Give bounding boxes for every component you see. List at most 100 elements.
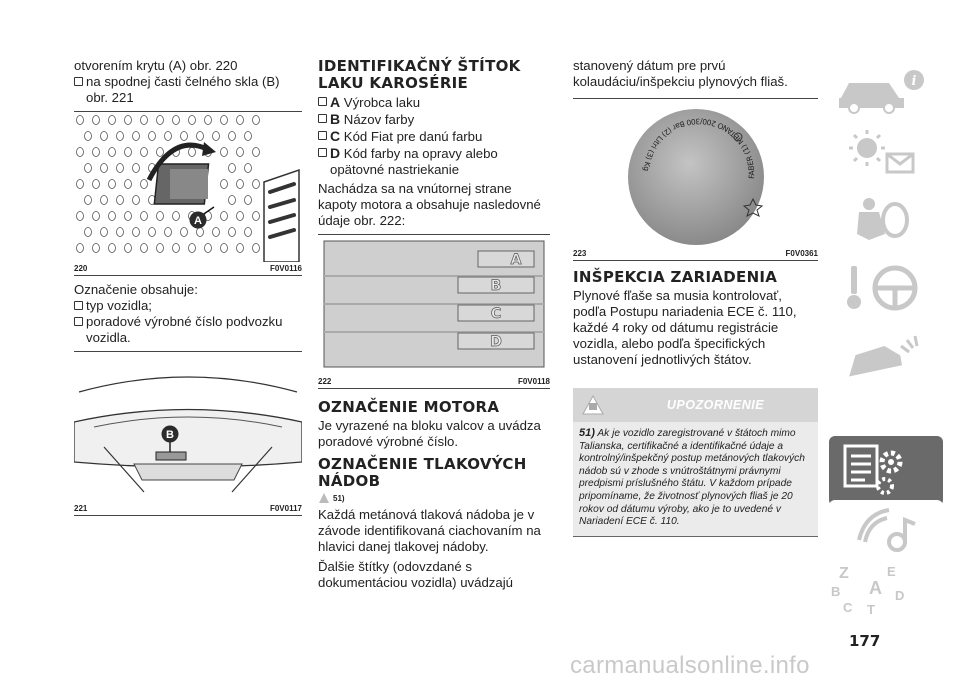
vent-hole: [220, 115, 228, 125]
vent-hole: [76, 211, 84, 221]
vent-hole: [140, 211, 148, 221]
list-item: A Výrobca laku: [318, 94, 550, 111]
vent-hole: [100, 195, 108, 205]
vent-hole: [116, 195, 124, 205]
car-info-icon: i: [839, 70, 924, 114]
vent-hole: [124, 115, 132, 125]
sidebar-tab-emergency[interactable]: [829, 322, 943, 384]
warning-reference: 51): [318, 492, 550, 504]
steering-wheel-key-icon: [847, 265, 918, 311]
warning-title: UPOZORNENIE: [666, 398, 765, 412]
vent-hole: [252, 211, 260, 221]
vent-hole: [76, 243, 84, 253]
paragraph: Označenie obsahuje:: [74, 282, 198, 297]
reference-number: 51): [333, 493, 345, 503]
sidebar-tab-warning-lights[interactable]: [829, 124, 943, 186]
page-number: 177: [849, 632, 881, 650]
vent-hole: [252, 147, 260, 157]
vent-hole: [164, 131, 172, 141]
vent-hole: [172, 243, 180, 253]
vent-hole: [76, 179, 84, 189]
vent-hole: [140, 115, 148, 125]
index-letter: Z: [839, 565, 849, 582]
bullet-item: typ vozidla;: [74, 298, 302, 314]
column-3: stanovený dátum pre prvú kolaudáciu/inšp…: [573, 58, 818, 537]
paragraph: Nachádza sa na vnútornej strane kapoty m…: [318, 181, 541, 228]
index-letter: A: [869, 578, 882, 598]
car-front-illustration: B: [74, 376, 302, 493]
vent-hole: [212, 227, 220, 237]
vent-hole: [156, 147, 164, 157]
warning-box-body: 51) Ak je vozidlo zaregistrované v štáto…: [573, 422, 818, 537]
vent-hole: [140, 243, 148, 253]
vent-hole: [252, 179, 260, 189]
car-emergency-icon: [849, 335, 919, 377]
vent-hole: [92, 179, 100, 189]
vent-hole: [84, 131, 92, 141]
vent-hole: [132, 195, 140, 205]
paragraph: otvorením krytu (A) obr. 220: [74, 58, 238, 73]
vent-hole: [148, 227, 156, 237]
figure-222: A B C D 222 F0V0118: [318, 234, 550, 389]
figure-220: A 220 F0V0116: [74, 111, 302, 276]
bullet-item: poradové výrobné číslo podvozku vozidla.: [74, 314, 302, 346]
vent-hole: [180, 227, 188, 237]
vent-hole: [252, 115, 260, 125]
section-heading: OZNAČENIE TLAKOVÝCH NÁDOB: [318, 455, 527, 490]
windshield-cover-illustration: A: [76, 115, 300, 262]
vent-hole: [132, 227, 140, 237]
sidebar-tab-multimedia[interactable]: [829, 500, 943, 562]
paint-label-list: A Výrobca laku B Názov farby C Kód Fiat …: [318, 94, 550, 178]
vent-hole: [172, 211, 180, 221]
vent-hole: [108, 211, 116, 221]
sidebar-tab-technical-data[interactable]: [829, 436, 943, 506]
figure-number: 220: [74, 264, 88, 273]
paragraph: Každá metánová tlaková nádoba je v závod…: [318, 507, 541, 554]
gas-cylinder-illustration: FABER (1) METANO 200/300 Bar (2) Litri (…: [628, 109, 818, 245]
figure-code: F0V0118: [517, 377, 550, 386]
vent-hole: [124, 147, 132, 157]
technical-data-icon: [843, 444, 903, 495]
vent-hole: [108, 147, 116, 157]
sidebar-tab-airbag-safety[interactable]: [829, 190, 943, 252]
column-2: IDENTIFIKAČNÝ ŠTÍTOK LAKU KAROSÉRIE A Vý…: [318, 58, 550, 591]
vent-hole: [236, 179, 244, 189]
vent-hole: [124, 243, 132, 253]
bullet-item: na spodnej časti čelného skla (B) obr. 2…: [74, 74, 302, 106]
index-letter: D: [895, 588, 904, 603]
sidebar-tab-car-info[interactable]: i: [829, 58, 943, 120]
vent-hole: [204, 115, 212, 125]
vent-hole: [220, 211, 228, 221]
vent-hole: [100, 163, 108, 173]
vent-hole: [220, 243, 228, 253]
vent-hole: [228, 227, 236, 237]
vent-hole: [252, 243, 260, 253]
paragraph: Plynové fľaše sa musia kontrolovať, podľ…: [573, 288, 797, 367]
list-item: D Kód farby na opravy alebo opätovné nas…: [318, 145, 550, 178]
paragraph: Je vyrazené na bloku valcov a uvádza por…: [318, 418, 541, 449]
figure-caption: 222 F0V0118: [318, 375, 550, 389]
vent-hole: [236, 115, 244, 125]
vent-hole: [108, 243, 116, 253]
index-letter: T: [867, 602, 875, 616]
sidebar-tab-index[interactable]: Z E A B D C T: [829, 560, 943, 616]
index-letter: E: [887, 564, 896, 579]
vent-hole: [108, 179, 116, 189]
vent-hole: [156, 211, 164, 221]
warning-lights-icon: [849, 130, 915, 174]
vent-hole: [92, 115, 100, 125]
vent-hole: [116, 227, 124, 237]
multimedia-icon: [857, 508, 916, 552]
vent-hole: [172, 115, 180, 125]
vent-hole: [236, 243, 244, 253]
vent-hole: [124, 179, 132, 189]
marker-a: [189, 211, 207, 229]
vent-hole: [244, 163, 252, 173]
vent-hole: [92, 243, 100, 253]
vent-hole: [116, 131, 124, 141]
figure-number: 222: [318, 377, 332, 386]
sidebar-tab-starting-driving[interactable]: [829, 256, 943, 318]
marker-b-label: B: [166, 429, 174, 441]
vent-hole: [84, 227, 92, 237]
vent-hole: [100, 227, 108, 237]
